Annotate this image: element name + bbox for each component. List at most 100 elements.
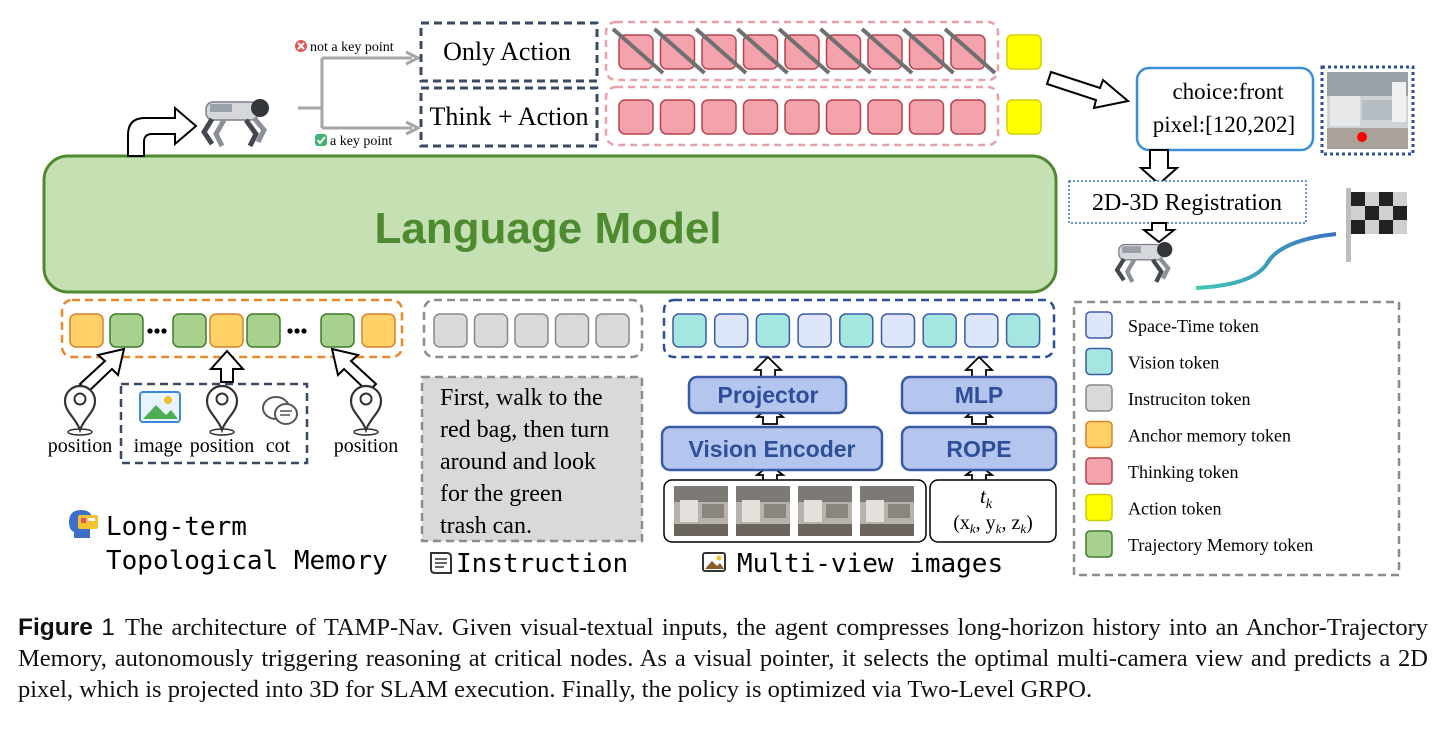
robot-dog-icon <box>1114 241 1173 283</box>
strike-line <box>943 27 997 75</box>
memory-token-row <box>69 313 396 348</box>
legend-swatch <box>1085 530 1113 558</box>
caption-number: 1 <box>101 614 115 641</box>
think-action-label: Think + Action <box>429 102 588 131</box>
legend-swatch <box>1085 347 1113 376</box>
ellipsis-dot <box>147 328 153 334</box>
thinking-token <box>701 99 737 135</box>
location-pin-icon <box>63 384 97 436</box>
mlp-box <box>900 375 1058 415</box>
instruction-token <box>473 313 509 348</box>
camera-views <box>674 486 914 536</box>
instruction-text-box <box>420 375 644 543</box>
camera-view-thumbnail <box>736 486 790 536</box>
camera-view-thumbnail <box>860 486 914 536</box>
thinking-token-row <box>618 99 986 135</box>
space-time-token <box>797 313 832 348</box>
legend-label: Thinking token <box>1128 462 1239 482</box>
branch-lines <box>298 56 412 130</box>
position-label: position <box>334 435 398 457</box>
trajectory-memory-token <box>172 313 207 348</box>
time-step-label: tk <box>980 484 993 512</box>
rope-label: ROPE <box>946 436 1011 462</box>
strike-line <box>777 27 831 75</box>
action-token <box>1006 99 1042 135</box>
ellipsis-dot <box>301 328 307 334</box>
vision-token <box>922 313 957 348</box>
anchor-memory-token <box>361 313 396 348</box>
cot-label: cot <box>266 435 291 457</box>
ellipsis-dot <box>294 328 300 334</box>
choice-box <box>1135 66 1315 152</box>
only-action-label: Only Action <box>443 37 571 66</box>
down-arrow-icon <box>1138 149 1180 186</box>
instruction-token-row <box>433 313 630 348</box>
strike-line <box>653 27 706 75</box>
multiview-title: Multi-view images <box>737 549 1003 579</box>
vision-encoder-box <box>660 425 884 472</box>
trajectory-curve <box>1195 232 1337 290</box>
trajectory-memory-token <box>320 313 355 348</box>
instruction-title: Instruction <box>456 549 628 579</box>
checkered-flag-icon <box>1346 188 1407 262</box>
picture-icon <box>702 552 726 572</box>
legend-label: Trajectory Memory token <box>1128 535 1313 555</box>
thinking-token <box>659 99 696 135</box>
step-inputs-box <box>119 382 309 465</box>
rope-box <box>900 425 1058 472</box>
memory-title-line2: Topological Memory <box>106 546 388 576</box>
vision-encoder-label: Vision Encoder <box>688 436 855 462</box>
legend-item: Anchor memory token <box>1085 420 1291 449</box>
visual-token-row <box>672 313 1041 348</box>
strike-line <box>860 27 914 75</box>
coordinates-label: (xk, yk, zk) <box>953 512 1033 536</box>
selected-view-image <box>1327 72 1408 149</box>
registration-box <box>1068 180 1307 224</box>
strike-line <box>611 27 665 75</box>
legend-swatch <box>1085 311 1113 339</box>
legend-item: Trajectory Memory token <box>1085 530 1313 558</box>
memory-title-line1: Long-term <box>106 512 247 542</box>
strike-line <box>694 27 748 75</box>
vision-token <box>1005 313 1041 348</box>
selected-view-frame <box>1320 65 1415 156</box>
red-x-icon <box>295 40 307 52</box>
thinking-token <box>825 99 862 135</box>
chat-bubble-icon <box>262 396 298 425</box>
thinking-token-row-struck <box>611 27 997 75</box>
projector-label: Projector <box>718 382 819 408</box>
choice-text: choice:front <box>1172 79 1284 104</box>
up-arrow-icon <box>208 349 246 383</box>
language-model-label: Language Model <box>374 204 721 253</box>
registration-label: 2D-3D Registration <box>1092 190 1282 216</box>
space-time-token <box>964 313 999 348</box>
ellipsis-dot <box>161 328 167 334</box>
trajectory-memory-token <box>109 313 144 348</box>
legend-item: Thinking token <box>1085 457 1239 485</box>
legend-item: Space-Time token <box>1085 311 1259 339</box>
legend-label: Action token <box>1128 499 1221 519</box>
ellipsis-dot <box>154 328 160 334</box>
legend-label: Instruciton token <box>1128 389 1250 409</box>
location-pin-icon <box>205 384 239 436</box>
instruction-token <box>554 313 590 348</box>
position-label: position <box>48 435 112 457</box>
image-icon <box>139 391 181 423</box>
position-label: position <box>190 435 254 457</box>
right-arrow-icon <box>1045 70 1131 110</box>
thinking-token <box>950 99 986 135</box>
legend-label: Anchor memory token <box>1128 426 1291 446</box>
legend-label: Vision token <box>1128 353 1219 373</box>
caption-label: Figure <box>18 614 93 641</box>
thinking-token <box>618 99 654 135</box>
legend-label: Space-Time token <box>1128 316 1259 336</box>
scroll-icon <box>430 552 452 574</box>
strike-line <box>736 27 789 75</box>
up-right-arrow-icon <box>78 347 126 394</box>
legend-item: Vision token <box>1085 347 1219 376</box>
architecture-diagram: Language Model not a key point a key poi… <box>42 20 1415 579</box>
camera-view-thumbnail <box>674 486 728 536</box>
thinking-token <box>784 99 820 135</box>
